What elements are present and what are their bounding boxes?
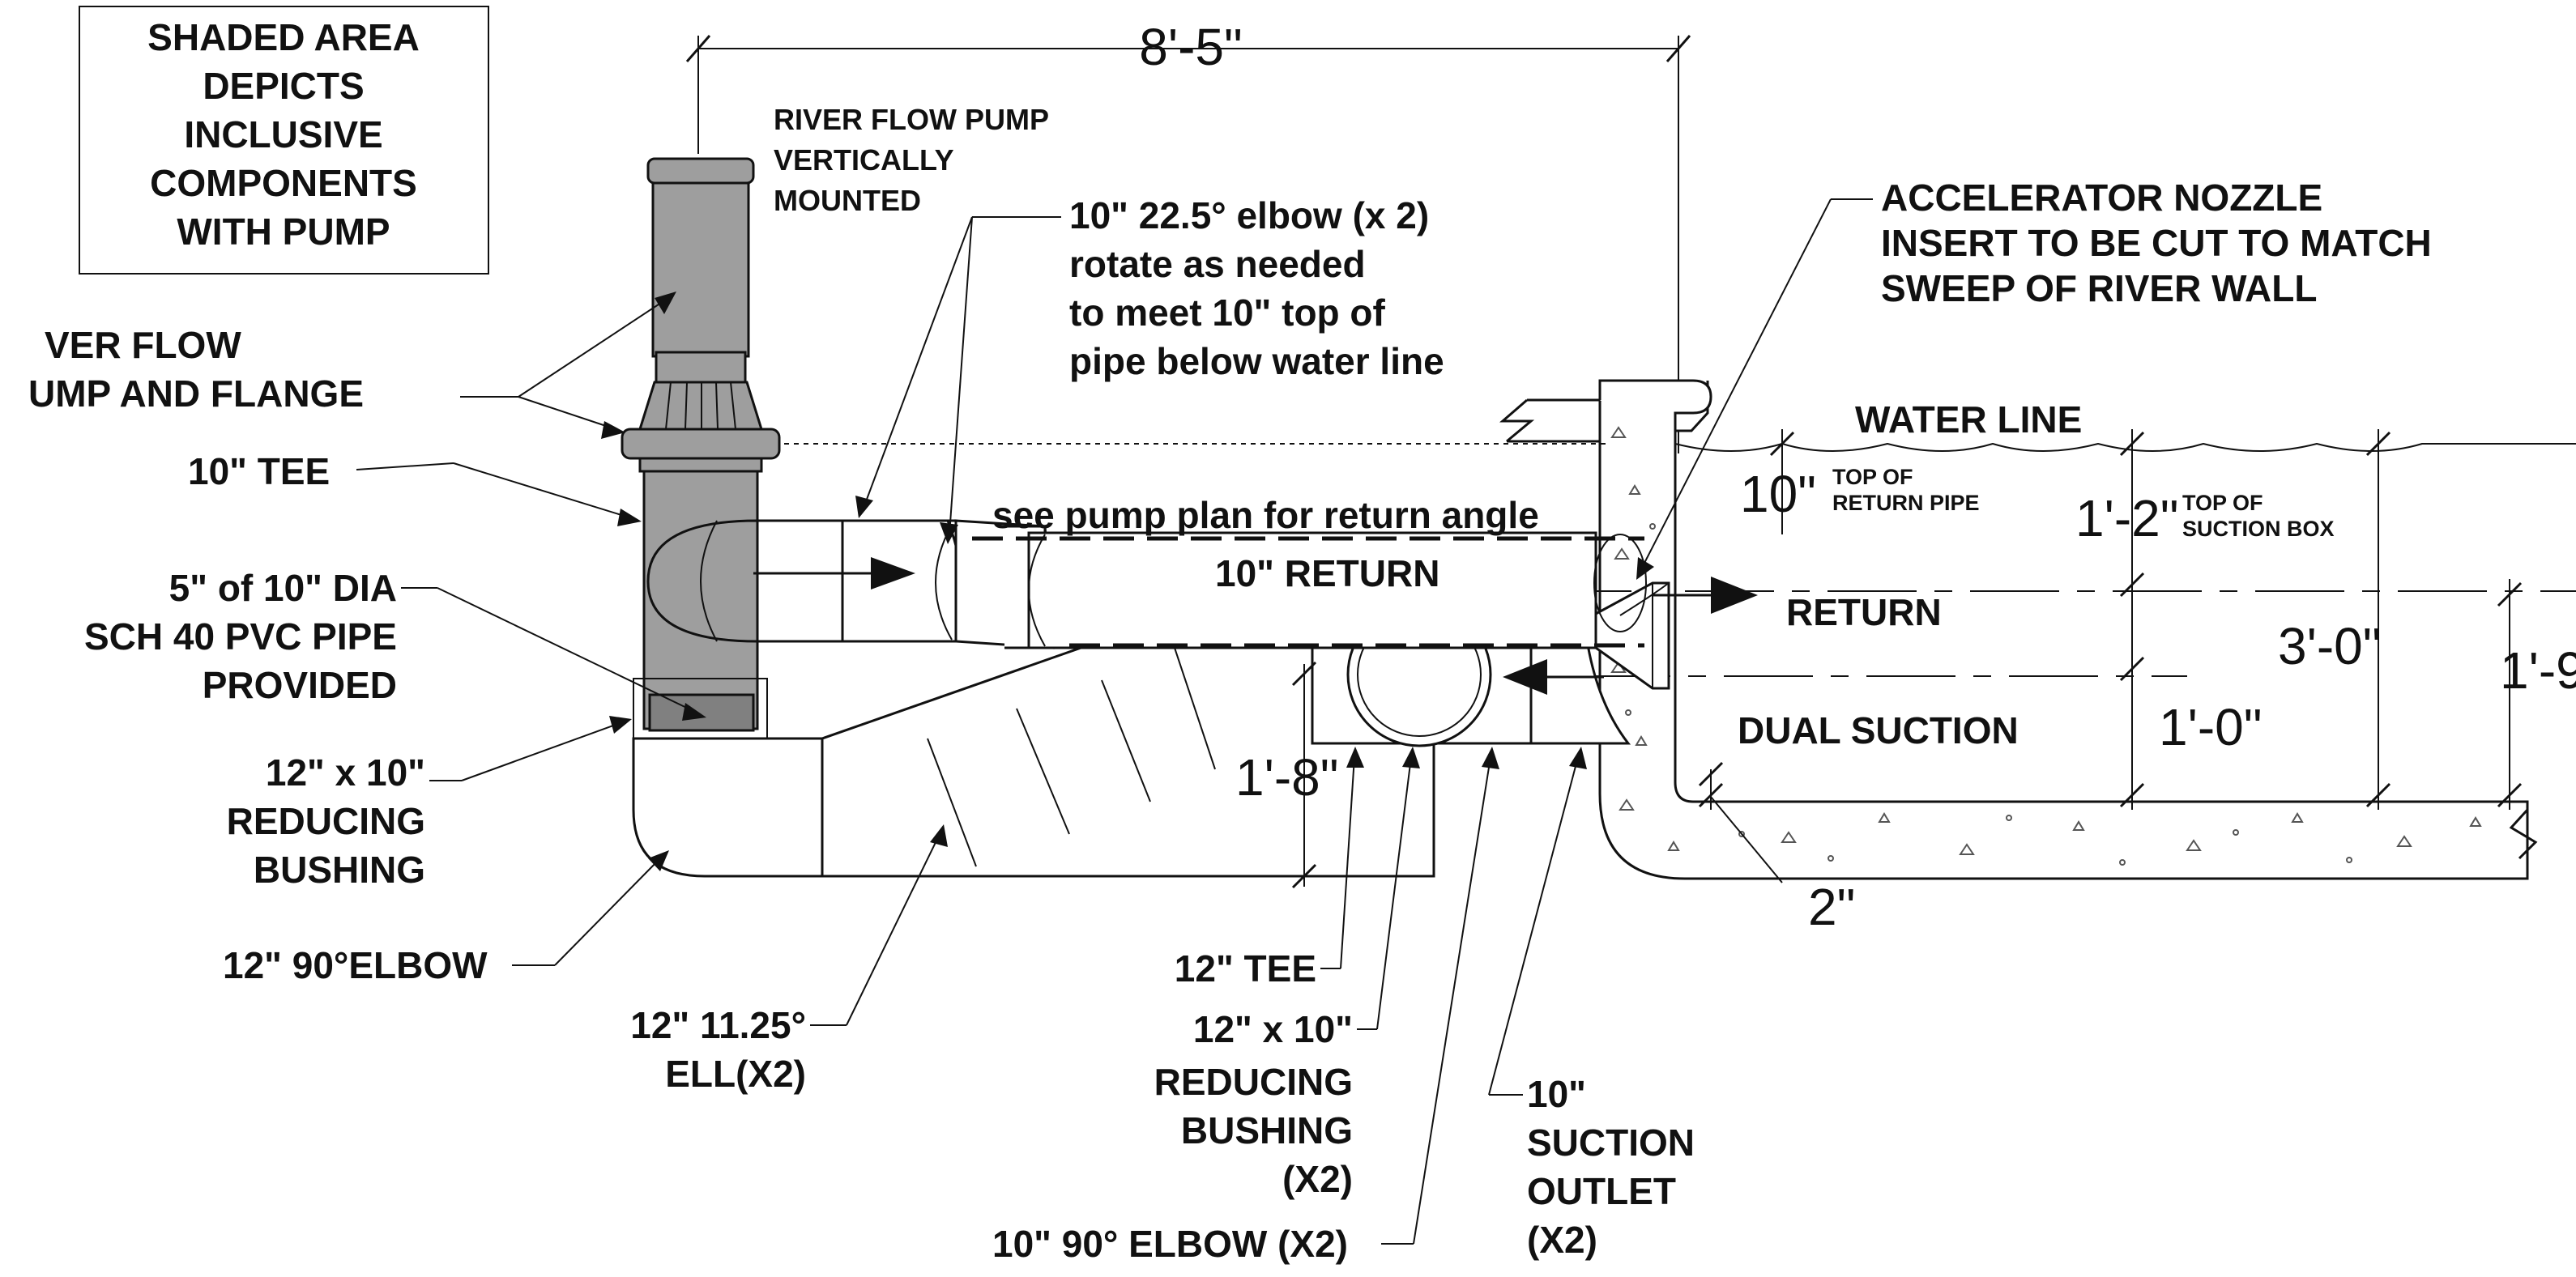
top-suction-note-2: SUCTION BOX — [2182, 517, 2335, 541]
nozzle-label-1: ACCELERATOR NOZZLE — [1881, 177, 2322, 219]
pump-label-1: RIVER FLOW PUMP — [774, 103, 1049, 136]
bushing-left-label-1: 12" x 10" — [266, 751, 425, 794]
dimension-overall: 8'-5" — [1139, 18, 1242, 76]
pipe-assembly: 1'-8" — [621, 157, 1758, 889]
water-line-label: WATER LINE — [1855, 398, 2082, 441]
bushing-mid-label-4: (X2) — [1282, 1158, 1353, 1200]
pipe-5-label-3: PROVIDED — [203, 664, 397, 706]
pump-label-2: VERTICALLY — [774, 143, 954, 177]
suction-outlet-label-3: OUTLET — [1527, 1170, 1676, 1212]
suction-outlet-label-1: 10" — [1527, 1073, 1586, 1115]
pipe-5-label-2: SCH 40 PVC PIPE — [84, 615, 397, 658]
river-wall — [1499, 379, 2538, 880]
bushing-left-label-3: BUSHING — [254, 849, 425, 891]
note-line-5: WITH PUMP — [177, 211, 390, 253]
overall-dimension: 8'-5" — [685, 18, 1691, 453]
elbow-90-10-label: 10" 90° ELBOW (X2) — [992, 1223, 1348, 1265]
suction-outlet-label-2: SUCTION — [1527, 1122, 1695, 1164]
note-box: SHADED AREA DEPICTS INCLUSIVE COMPONENTS… — [79, 6, 489, 275]
pump-label-3: MOUNTED — [774, 184, 921, 217]
ell-11-label-1: 12" 11.25° — [630, 1004, 806, 1046]
bushing-mid-label-1: 12" x 10" — [1193, 1008, 1353, 1050]
elbow-90-12-label: 12" 90°ELBOW — [223, 944, 488, 986]
note-line-4: COMPONENTS — [150, 162, 417, 204]
bushing-mid-label-3: BUSHING — [1181, 1109, 1353, 1151]
dimension-top-return: 10" — [1740, 465, 1816, 523]
top-suction-note-1: TOP OF — [2182, 491, 2263, 515]
elbow-22-label-2: rotate as needed — [1069, 243, 1366, 285]
water-line: WATER LINE — [648, 398, 2576, 452]
dimension-lower-pipe: 1'-8" — [1235, 748, 1338, 807]
elbow-22-label-1: 10" 22.5° elbow (x 2) — [1069, 194, 1429, 236]
pump-flange-label-1: VER FLOW — [45, 324, 241, 366]
dimension-top-suction: 1'-2" — [2075, 489, 2178, 547]
return-label: RETURN — [1786, 591, 1942, 633]
top-return-note-1: TOP OF — [1832, 465, 1913, 489]
dimension-suction-height: 1'-0" — [2159, 698, 2262, 756]
dimension-right-depth: 1'-9" — [2500, 641, 2576, 700]
nozzle-label-3: SWEEP OF RIVER WALL — [1881, 267, 2317, 309]
tee-10-label: 10" TEE — [188, 450, 330, 492]
dimension-total-depth: 3'-0" — [2278, 617, 2381, 675]
note-line-1: SHADED AREA — [147, 16, 420, 58]
elbow-22-label-3: to meet 10" top of — [1069, 292, 1386, 334]
return-angle-label: see pump plan for return angle — [992, 494, 1539, 536]
tee-12-label: 12" TEE — [1175, 947, 1316, 990]
dual-suction-label: DUAL SUCTION — [1738, 709, 2019, 751]
right-dimensions: 10" TOP OF RETURN PIPE 1'-2" TOP OF SUCT… — [1698, 429, 2576, 936]
bushing-left-label-2: REDUCING — [227, 800, 425, 842]
note-line-3: INCLUSIVE — [184, 113, 382, 155]
nozzle-label-2: INSERT TO BE CUT TO MATCH — [1881, 222, 2432, 264]
ell-11-label-2: ELL(X2) — [665, 1053, 806, 1095]
note-line-2: DEPICTS — [203, 65, 364, 107]
suction-outlet-label-4: (X2) — [1527, 1219, 1597, 1261]
bushing-mid-label-2: REDUCING — [1154, 1061, 1353, 1103]
pump-flange-label-2: UMP AND FLANGE — [28, 372, 364, 415]
top-return-note-2: RETURN PIPE — [1832, 491, 1980, 515]
pipe-5-label-1: 5" of 10" DIA — [169, 567, 397, 609]
return-10-label: 10" RETURN — [1215, 552, 1439, 594]
elbow-22-label-4: pipe below water line — [1069, 340, 1444, 382]
dimension-floor-offset: 2" — [1808, 878, 1855, 936]
